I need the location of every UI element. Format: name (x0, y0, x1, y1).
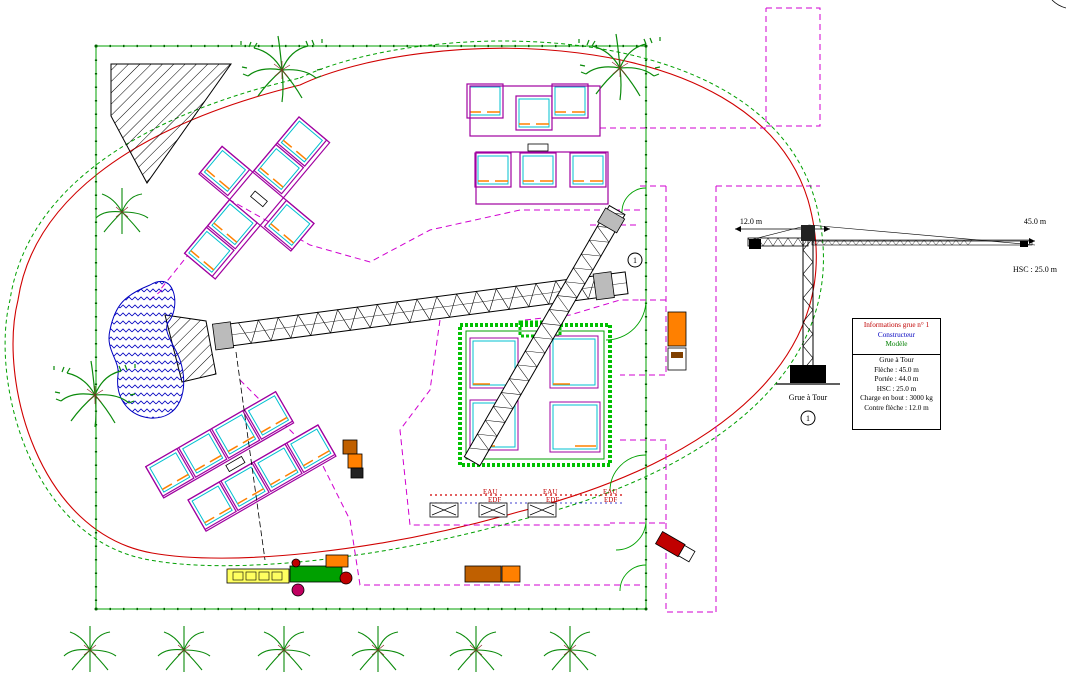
placed-crane-jib (211, 271, 629, 351)
placed-crane-jib-south (463, 204, 626, 467)
building-south-west (144, 390, 337, 532)
crane-number-label: 1 (806, 414, 810, 423)
placed-crane-marker (627, 252, 643, 268)
pond (108, 280, 185, 419)
placed-crane-number: 1 (633, 256, 637, 265)
crane-name-label: Grue à Tour (789, 393, 828, 402)
crane-radius-inner (12, 47, 817, 559)
truck-south (464, 565, 521, 583)
foundation-building (458, 320, 612, 467)
crane-info-line: Charge en bout : 3000 kg (860, 394, 933, 402)
gate-arcs (605, 187, 647, 592)
crane-elevation (735, 224, 1036, 426)
building-north-east (466, 83, 609, 205)
crane-info-title: Informations grue n° 1 (863, 321, 930, 329)
reference-line (235, 351, 266, 561)
utility-network: EAU EDF EAU EDF EAU EDF (430, 488, 622, 504)
crane-info-line: HSC : 25.0 m (876, 384, 917, 393)
network-label: EDF (546, 496, 559, 504)
hatched-zone-north (110, 63, 232, 184)
site-fence (94, 44, 648, 611)
right-jib-label: 45.0 m (1024, 217, 1047, 226)
crane-info-manufacturer: Constructeur (877, 330, 916, 339)
network-label: EDF (488, 496, 501, 504)
concrete-pump (226, 554, 353, 597)
crane-info-line: Flèche : 45.0 m (874, 365, 919, 374)
left-jib-label: 12.0 m (740, 217, 763, 226)
crane-radius-outer (4, 40, 824, 567)
network-label: EAU (543, 488, 557, 496)
crane-info-line: Contre flèche : 12.0 m (864, 403, 929, 412)
truck-east (667, 311, 687, 371)
site-huts (429, 502, 557, 518)
small-excavator (342, 439, 364, 479)
crane-info-line: Portée : 44.0 m (874, 375, 919, 383)
mixer-truck (654, 531, 696, 563)
crane-info-box: Informations grue n° 1 Constructeur Modè… (852, 318, 941, 430)
crane-info-body: Grue à Tour Flèche : 45.0 m Portée : 44.… (853, 355, 940, 413)
crane-info-model: Modèle (885, 340, 908, 348)
hsc-label: HSC : 25.0 m (1013, 265, 1058, 274)
network-label: EAU (603, 488, 617, 496)
crane-info-header: Informations grue n° 1 Constructeur Modè… (853, 319, 940, 355)
crane-info-line: Grue à Tour (879, 356, 914, 364)
corner-arc (1051, 0, 1066, 9)
building-north-west (183, 116, 331, 280)
network-label: EDF (604, 496, 617, 504)
network-label: EAU (483, 488, 497, 496)
